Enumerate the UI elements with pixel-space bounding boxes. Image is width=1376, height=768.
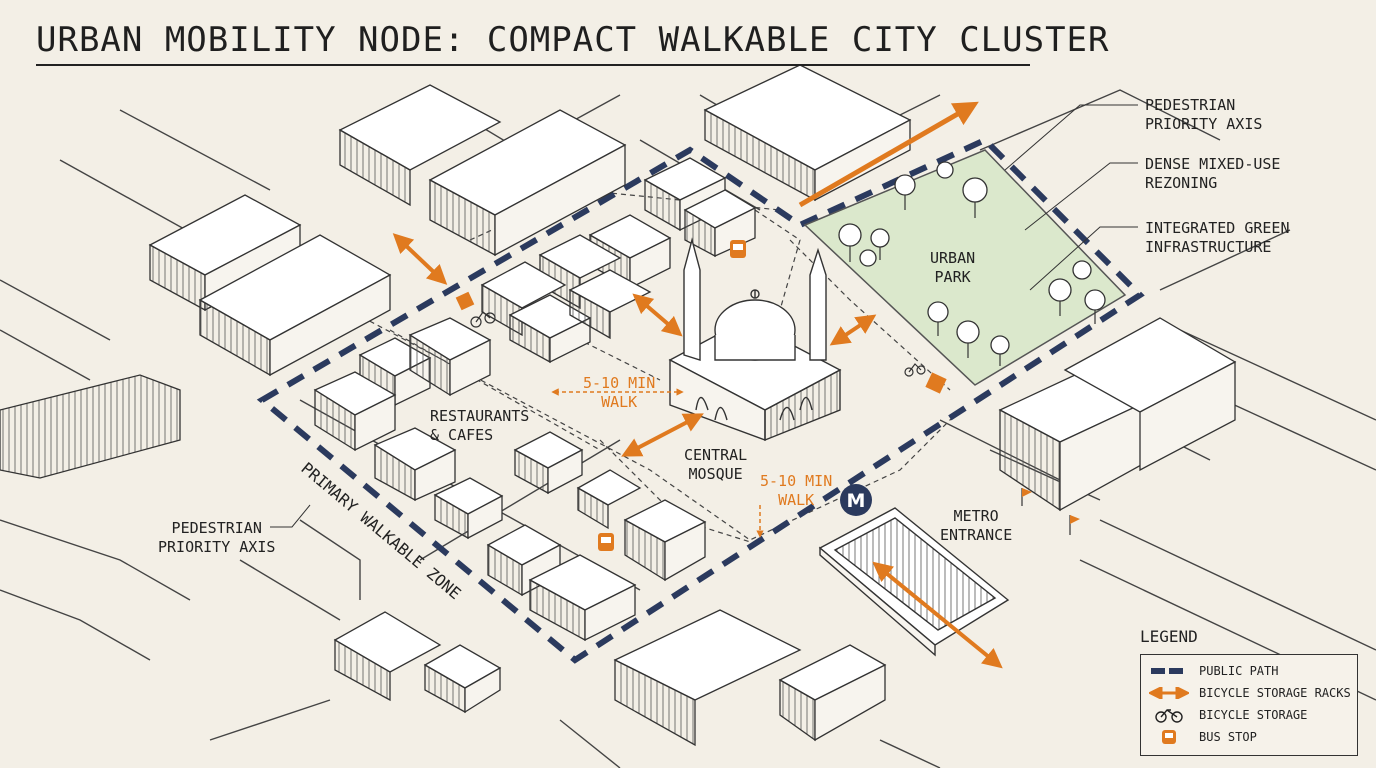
central-mosque [668, 237, 842, 442]
buildings [0, 64, 1237, 747]
title-underline [36, 64, 1030, 66]
orange-arrows [392, 101, 1003, 669]
bus-stop-icon [598, 533, 614, 551]
urban-park [803, 149, 1127, 386]
legend: LEGEND PUBLIC PATH BICYCLE STORAGE RACKS… [1140, 627, 1358, 756]
bicycle-storage-icon [455, 291, 496, 328]
bicycle-icon [1155, 709, 1183, 723]
bus-icon [1162, 730, 1176, 744]
metro-symbol: M [847, 490, 866, 512]
legend-item-bicycle-racks: BICYCLE STORAGE RACKS [1149, 683, 1351, 703]
bus-stop-icon [730, 240, 746, 258]
page-title: URBAN MOBILITY NODE: COMPACT WALKABLE CI… [36, 20, 1110, 60]
orange-double-arrow-icon [1149, 687, 1189, 699]
building-restaurants [313, 317, 584, 540]
legend-item-bus-stop: BUS STOP [1149, 727, 1257, 747]
legend-item-bicycle-storage: BICYCLE STORAGE [1149, 705, 1307, 725]
leader-lines [270, 104, 1138, 528]
building-n [338, 84, 627, 257]
flag-markers [1021, 488, 1080, 535]
building-nw [148, 194, 392, 377]
dashed-navy-line-icon [1151, 668, 1187, 674]
bicycle-storage-icon [904, 363, 947, 394]
building-south [333, 469, 887, 747]
legend-title: LEGEND [1140, 627, 1198, 646]
metro-logo: M [840, 484, 872, 516]
restaurants-label: RESTAURANTS& CAFES [430, 407, 530, 444]
legend-item-public-path: PUBLIC PATH [1149, 661, 1278, 681]
public-path-loop [256, 136, 1145, 664]
legend-box: PUBLIC PATH BICYCLE STORAGE RACKS BICYCL… [1140, 654, 1358, 756]
building-row-north [480, 157, 757, 364]
building-west-edge [0, 374, 181, 479]
walk-dimension-arrows [551, 388, 764, 538]
building-east [998, 317, 1237, 512]
